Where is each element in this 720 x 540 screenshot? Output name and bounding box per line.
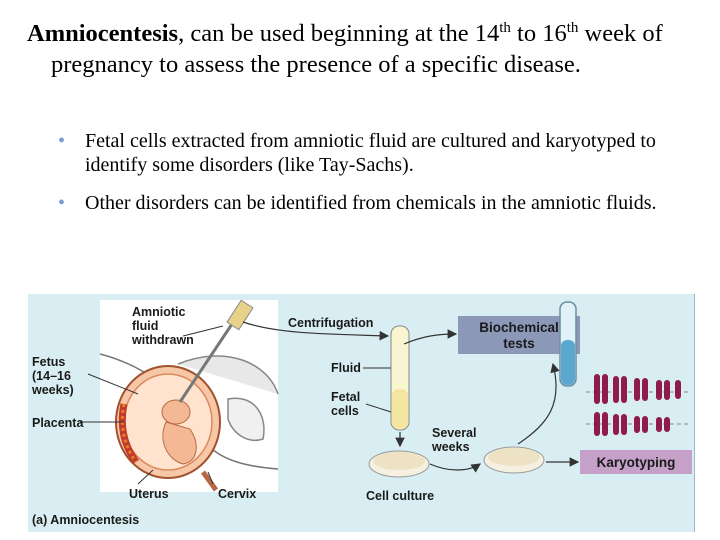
centrifugation-label: Centrifugation [288, 316, 373, 330]
figure-caption: (a) Amniocentesis [32, 513, 139, 527]
heading-text-3: week of pregnancy to assess the presence… [51, 20, 663, 78]
fetus-label: Fetus [32, 355, 65, 369]
bold-term: Amniocentesis [27, 20, 179, 47]
amniocentesis-figure: Amniotic fluid withdrawn Fetus (14–16 we… [28, 294, 695, 532]
bullet-list: • Fetal cells extracted from amniotic fl… [56, 129, 666, 229]
chromosome-karyotype [594, 374, 681, 436]
anatomy-illustration [80, 299, 279, 492]
heading-text-2: to 16 [510, 20, 567, 47]
fetal-cells-label: Fetal [331, 390, 360, 404]
ordinal-suffix: th [566, 20, 579, 36]
amniocentesis-diagram: Amniotic fluid withdrawn Fetus (14–16 we… [31, 299, 692, 527]
centrifuge-tube [390, 325, 410, 431]
fluid-label: Fluid [331, 361, 361, 375]
karyotyping-box [580, 450, 692, 474]
culture-dish [368, 450, 430, 478]
bullet-item: • Fetal cells extracted from amniotic fl… [56, 129, 666, 177]
cell-culture-label: Cell culture [366, 489, 434, 503]
biochemical-tests-label: tests [503, 336, 535, 351]
fluid-word-label: fluid [132, 319, 158, 333]
bullet-icon: • [58, 192, 66, 214]
several-weeks-label: Several [432, 426, 476, 440]
amniotic-label: Amniotic [132, 305, 186, 319]
cervix-label: Cervix [218, 487, 256, 501]
bullet-icon: • [58, 130, 66, 152]
culture-dish [483, 446, 545, 474]
uterus-label: Uterus [129, 487, 169, 501]
bullet-text: Fetal cells extracted from amniotic flui… [85, 130, 656, 176]
main-paragraph: Amniocentesis, can be used beginning at … [27, 18, 720, 80]
karyotyping-label: Karyotyping [597, 455, 676, 470]
fetus-weeks-label: weeks) [31, 383, 74, 397]
biochemical-tests-label: Biochemical [479, 320, 559, 335]
heading-text-1: , can be used beginning at the 14 [178, 20, 500, 47]
ordinal-suffix: th [499, 20, 511, 36]
fetal-cells-label: cells [331, 404, 359, 418]
bullet-item: • Other disorders can be identified from… [56, 191, 666, 215]
test-tube [559, 301, 577, 387]
bullet-text: Other disorders can be identified from c… [85, 192, 657, 214]
withdrawn-label: withdrawn [131, 333, 194, 347]
placenta-label: Placenta [32, 416, 84, 430]
fetus-weeks-label: (14–16 [32, 369, 71, 383]
several-weeks-label: weeks [431, 440, 470, 454]
